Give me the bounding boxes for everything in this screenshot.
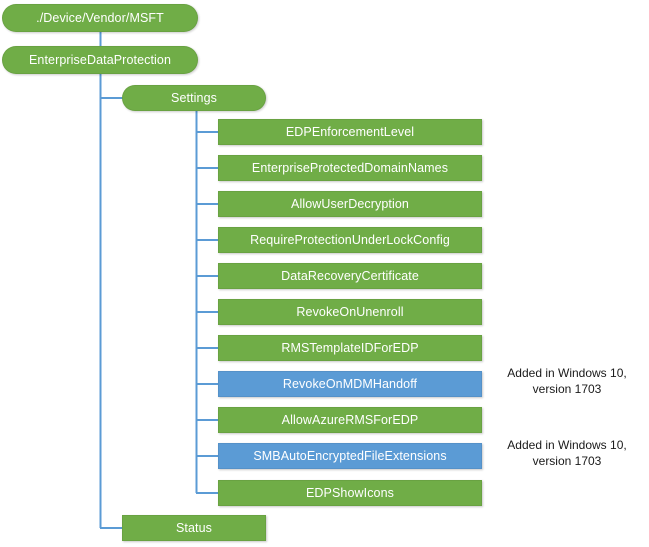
node-label: EDPShowIcons xyxy=(305,485,395,500)
node-datarecoverycertificate[interactable]: DataRecoveryCertificate xyxy=(218,263,482,289)
node-label: RMSTemplateIDForEDP xyxy=(281,340,419,355)
node-label: RevokeOnUnenroll xyxy=(296,304,404,319)
node-edpenforcementlevel[interactable]: EDPEnforcementLevel xyxy=(218,119,482,145)
node-revokeonunenroll[interactable]: RevokeOnUnenroll xyxy=(218,299,482,325)
node-revokeonmdmhandoff[interactable]: RevokeOnMDMHandoff xyxy=(218,371,482,397)
node-label: EDPEnforcementLevel xyxy=(285,124,415,139)
node-rmstemplateidforedp[interactable]: RMSTemplateIDForEDP xyxy=(218,335,482,361)
node-enterpriseprotecteddomainnames[interactable]: EnterpriseProtectedDomainNames xyxy=(218,155,482,181)
node-root[interactable]: ./Device/Vendor/MSFT xyxy=(2,4,198,32)
node-label: AllowAzureRMSForEDP xyxy=(281,412,419,427)
node-settings[interactable]: Settings xyxy=(122,85,266,111)
node-settings-label: Settings xyxy=(171,90,217,105)
node-root-label: ./Device/Vendor/MSFT xyxy=(36,10,164,25)
node-enterprisedataprotection-label: EnterpriseDataProtection xyxy=(28,52,172,67)
node-status-label: Status xyxy=(175,520,213,535)
node-status[interactable]: Status xyxy=(122,515,266,541)
node-label: AllowUserDecryption xyxy=(291,196,409,211)
node-label: RevokeOnMDMHandoff xyxy=(282,376,418,391)
node-label: EnterpriseProtectedDomainNames xyxy=(251,160,449,175)
node-edpshowicons[interactable]: EDPShowIcons xyxy=(218,480,482,506)
node-allowazurermsforedp[interactable]: AllowAzureRMSForEDP xyxy=(218,407,482,433)
annotation-revokeonmdmhandoff: Added in Windows 10, version 1703 xyxy=(507,366,627,396)
node-label: DataRecoveryCertificate xyxy=(281,268,419,283)
node-requireprotectionunderlockconfig[interactable]: RequireProtectionUnderLockConfig xyxy=(218,227,482,253)
node-allowuserdecryption[interactable]: AllowUserDecryption xyxy=(218,191,482,217)
annotation-smbautoencryptedfileextensions: Added in Windows 10, version 1703 xyxy=(507,438,627,468)
node-enterprisedataprotection[interactable]: EnterpriseDataProtection xyxy=(2,46,198,74)
node-label: RequireProtectionUnderLockConfig xyxy=(250,232,450,247)
node-label: SMBAutoEncryptedFileExtensions xyxy=(253,448,447,463)
node-smbautoencryptedfileextensions[interactable]: SMBAutoEncryptedFileExtensions xyxy=(218,443,482,469)
